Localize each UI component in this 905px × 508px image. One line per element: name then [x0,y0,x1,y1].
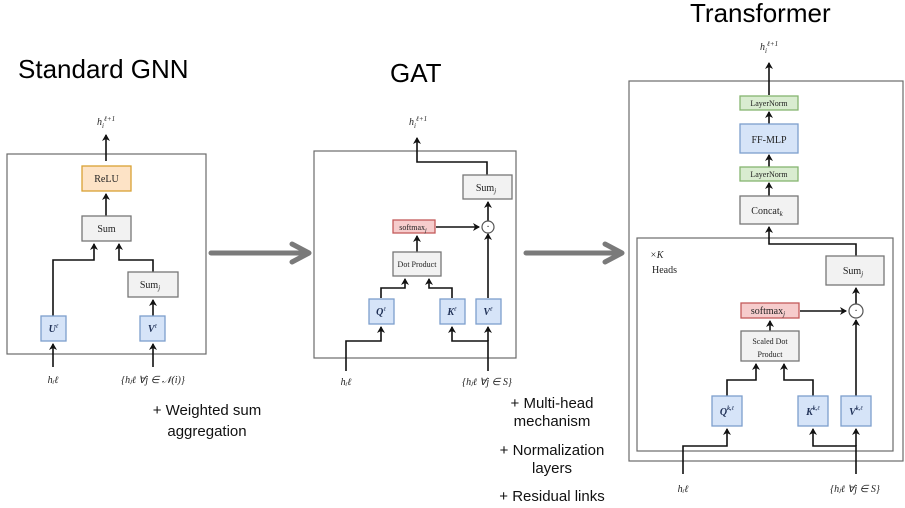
gat-annotation-normalization-1: + Normalization [500,442,605,459]
gnn-relu-block [81,165,132,192]
gat-q-to-dot-arrow [380,278,409,298]
gnn-neighbor-input-label: {hⱼℓ ∀j ∈ 𝒩(i)} [121,375,185,386]
transformer-multiply-node [848,303,864,319]
transformer-scaled-dot-block [740,330,800,362]
gat-k-to-dot-arrow [425,278,453,298]
title-standard-gnn: Standard GNN [18,54,189,84]
transformer-self-input-label: hᵢℓ [678,484,689,495]
transformer-scaled-dot-label-2: Product [758,350,784,359]
transformer-softmax-label: softmaxj [751,306,785,318]
transformer-ffmlp-block [739,123,799,154]
transformer-sumj-label: Sumj [843,266,863,278]
gnn-sum-label: Sum [97,224,116,235]
transformer-v-label: Vk,ℓ [849,406,863,418]
gnn-sum-block [81,215,132,242]
gat-multiply-symbol: · [486,222,489,233]
transformer-neighbor-to-k-arrow [809,428,857,474]
gat-output-label: hiℓ+1 [409,115,427,130]
gnn-u-label: Uℓ [49,324,59,335]
gnn-self-input-label: hᵢℓ [48,375,59,386]
gnn-u-to-sum-arrow [52,243,98,316]
gat-k-block [439,298,466,325]
gat-dot-product-label: Dot Product [398,260,438,269]
gat-output-arrow [413,137,488,175]
gat-self-input-label: hᵢℓ [341,377,352,388]
transformer-neighbor-input-label: {hⱼℓ ∀j ∈ S} [830,484,880,495]
transition-arrow-gat-to-transformer [523,241,625,265]
gat-q-block [368,298,395,325]
gnn-sumj-to-sum-arrow [115,243,154,272]
gat-softmax-block [392,219,436,234]
gat-k-label: Kℓ [446,307,457,318]
transformer-k-label: Kk,ℓ [805,406,820,418]
gat-neighbor-to-k-arrow [448,326,489,371]
transformer-ffmlp-label: FF-MLP [751,135,786,146]
transformer-k-block [797,395,829,427]
transformer-q-label: Qk,ℓ [720,406,735,418]
transformer-softmax-block [740,302,800,319]
panel-transformer: Transformer hiℓ+1 LayerNorm FF-MLP Layer… [628,0,904,495]
gat-annotation-multihead-2: mechanism [514,413,591,430]
transformer-sumj-to-concat-arrow [765,226,857,256]
gat-sumj-label: Sumj [476,183,496,195]
gat-v-block [475,298,502,325]
gnn-u-block [40,315,67,342]
transformer-multiply-symbol: · [854,306,857,317]
gat-neighbor-input-label: {hⱼℓ ∀j ∈ S} [462,377,512,388]
transformer-concat-label: Concatk [751,206,783,218]
panel-standard-gnn: Standard GNN hiℓ+1 ReLU Sum Sumj Uℓ Vℓ h… [6,54,262,440]
transformer-heads-multiplier: ×K [650,250,665,261]
transformer-sumj-block [825,255,885,286]
gnn-relu-label: ReLU [94,174,119,185]
transformer-layernorm-top-label: LayerNorm [750,99,788,108]
gat-q-label: Qℓ [376,307,386,318]
gat-annotation-multihead-1: + Multi-head [511,395,594,412]
transition-arrow-gnn-to-gat [208,241,312,265]
transformer-k-to-dot-arrow [780,363,814,396]
gat-v-label: Vℓ [483,307,493,318]
gnn-sumj-label: Sumj [140,280,160,292]
gnn-v-label: Vℓ [148,324,158,335]
gat-dot-product-block [392,251,442,277]
gnn-v-block [139,315,166,342]
gnn-output-label: hiℓ+1 [97,115,115,130]
transformer-v-block [840,395,872,427]
transformer-q-to-dot-arrow [726,363,760,396]
transformer-output-label: hiℓ+1 [760,40,778,55]
transformer-layernorm-bottom-label: LayerNorm [750,170,788,179]
title-transformer: Transformer [690,0,831,28]
gnn-annotation-line-2: aggregation [167,423,246,440]
gat-annotation-residual: + Residual links [499,488,604,505]
gat-annotation-normalization-2: layers [532,460,572,477]
gat-self-input-arrow [345,326,385,371]
gnn-annotation-line-1: + Weighted sum [153,402,262,419]
transformer-scaled-dot-label-1: Scaled Dot [752,337,788,346]
transformer-heads-label: Heads [652,265,677,276]
transformer-self-input-arrow [682,428,731,474]
transformer-layernorm-top-block [739,95,799,111]
gat-softmax-label: softmaxj [399,223,427,234]
transformer-concat-block [739,195,799,225]
panel-gat: GAT hiℓ+1 Sumj · softmaxj Dot Product Qℓ… [313,58,605,505]
gnn-sumj-block [127,271,179,298]
transformer-q-block [711,395,743,427]
gat-sumj-block [462,174,513,200]
transformer-layernorm-bottom-block [739,166,799,182]
title-gat: GAT [390,58,442,88]
